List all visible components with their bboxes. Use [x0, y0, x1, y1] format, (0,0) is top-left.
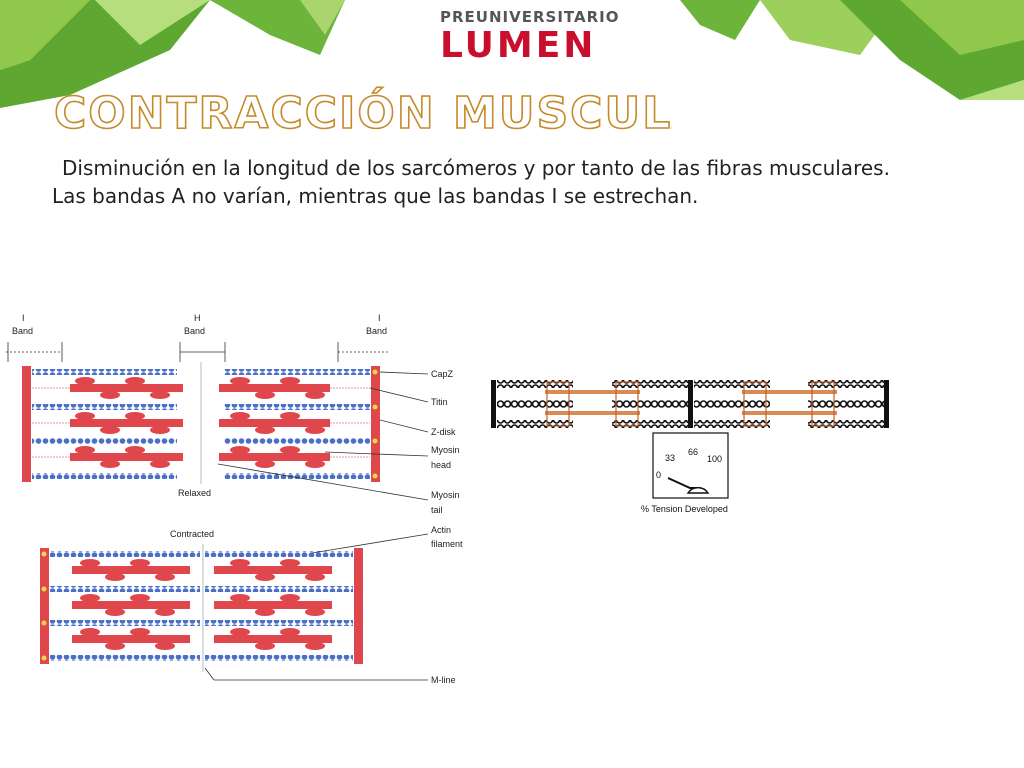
gauge-tick-0: 0 — [656, 470, 661, 480]
callout-titin: Titin — [431, 397, 448, 407]
left-green-shape-3 — [95, 0, 210, 45]
slide-body: Disminución en la longitud de los sarcóm… — [52, 154, 908, 210]
callout-actin-1: Actin — [431, 525, 451, 535]
i-band-right-label-1: I — [378, 313, 381, 323]
callout-capz: CapZ — [431, 369, 454, 379]
gauge-caption: % Tension Developed — [641, 504, 728, 514]
i-band-right-label-2: Band — [366, 326, 387, 336]
left-green-shape-5 — [300, 0, 345, 35]
relaxed-label: Relaxed — [178, 488, 211, 498]
right-green-shape-4 — [900, 0, 1024, 55]
band-dimension-lines — [6, 342, 390, 362]
gauge-tick-100: 100 — [707, 454, 722, 464]
gauge-tick-66: 66 — [688, 447, 698, 457]
header-decoration — [0, 0, 1024, 108]
i-band-left-label-1: I — [22, 313, 25, 323]
callout-zdisk: Z-disk — [431, 427, 456, 437]
slide-title-text: CONTRACCIÓN MUSCULAR — [54, 86, 672, 138]
callout-lines — [204, 371, 429, 681]
actin-row — [32, 369, 177, 375]
relaxed-sarcomere — [22, 362, 380, 484]
contracted-label: Contracted — [170, 529, 214, 539]
right-green-shape-5 — [960, 80, 1024, 100]
callout-myosin-tail-2: tail — [431, 505, 443, 515]
left-green-shape-1 — [0, 0, 90, 70]
tension-gauge: 0 33 66 100 — [652, 432, 729, 499]
callout-myosin-head-1: Myosin — [431, 445, 460, 455]
i-band-left-label-2: Band — [12, 326, 33, 336]
slide-title: CONTRACCIÓN MUSCULAR — [53, 86, 672, 138]
sarcomere-figure: I Band H Band I Band — [6, 313, 889, 685]
logo-title: LUMEN — [440, 25, 597, 66]
band-labels: I Band H Band I Band — [12, 313, 387, 336]
callout-myosin-tail-1: Myosin — [431, 490, 460, 500]
contracted-sarcomere — [40, 544, 363, 672]
gauge-tick-33: 33 — [665, 453, 675, 463]
paragraph-1: Disminución en la longitud de los sarcóm… — [62, 156, 890, 180]
filament-schematic — [491, 380, 889, 428]
h-band-label-2: Band — [184, 326, 205, 336]
callout-actin-2: filament — [431, 539, 463, 549]
logo-subtitle: PREUNIVERSITARIO — [440, 8, 620, 26]
callout-myosin-head-2: head — [431, 460, 451, 470]
h-band-label-1: H — [194, 313, 201, 323]
callout-labels: CapZ Titin Z-disk Myosin head Myosin tai… — [431, 369, 463, 685]
right-green-shape-1 — [680, 0, 760, 40]
paragraph-2: Las bandas A no varían, mientras que las… — [52, 184, 699, 208]
callout-mline: M-line — [431, 675, 456, 685]
brand-logo: PREUNIVERSITARIO LUMEN — [440, 8, 620, 66]
